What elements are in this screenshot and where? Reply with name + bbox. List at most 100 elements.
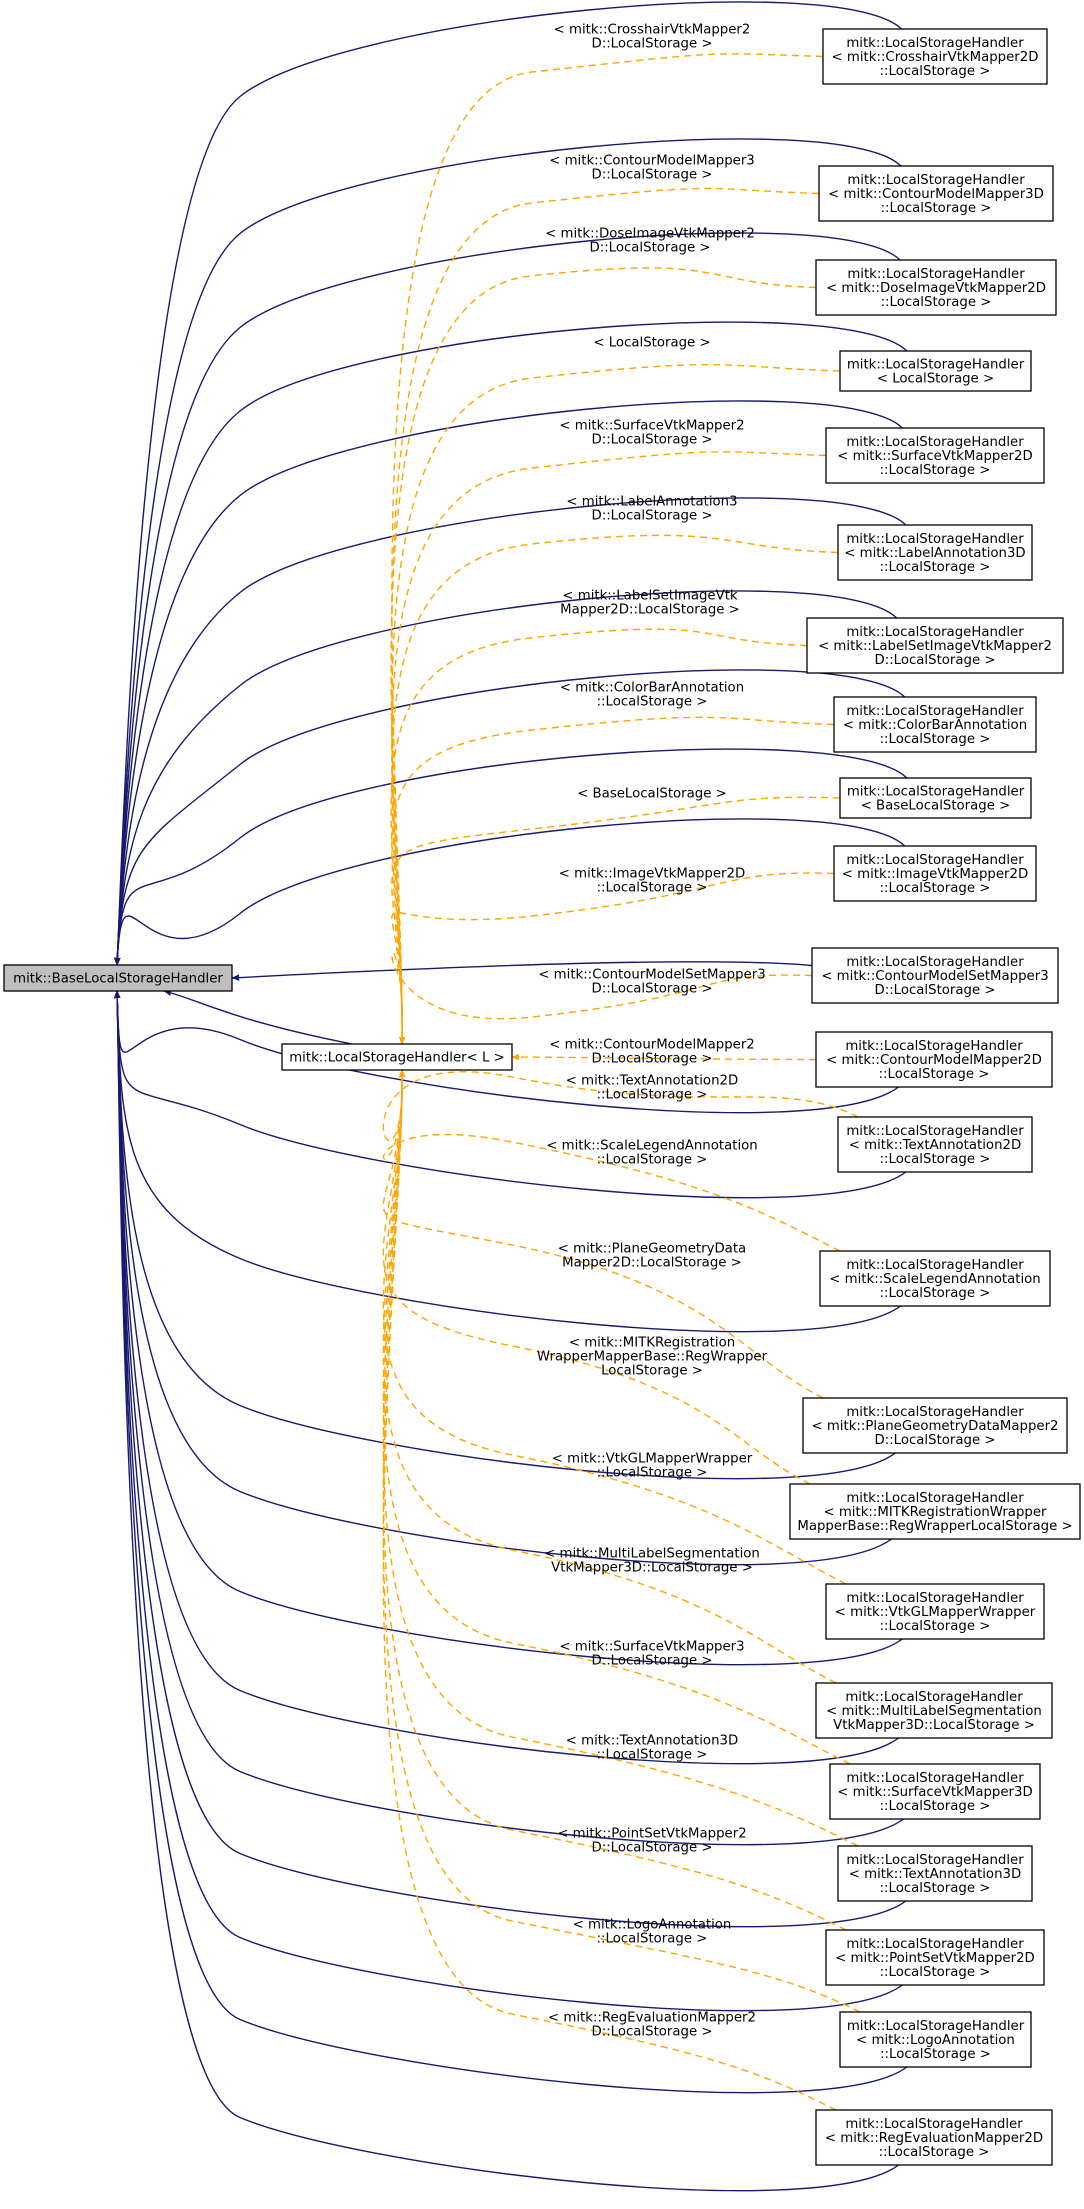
template-edge-planegeometry2d bbox=[382, 1069, 824, 1399]
base-local-storage-handler-node[interactable]: mitk::BaseLocalStorageHandler bbox=[3, 964, 233, 992]
class-node-planegeometry2d[interactable]: mitk::LocalStorageHandler< mitk::PlaneGe… bbox=[802, 1397, 1068, 1454]
class-node-surface3d[interactable]: mitk::LocalStorageHandler< mitk::Surface… bbox=[829, 1763, 1041, 1820]
inheritance-edge-baselocal bbox=[114, 748, 908, 966]
class-node-logo[interactable]: mitk::LocalStorageHandler< mitk::LogoAnn… bbox=[839, 2011, 1032, 2068]
class-node-doseimage2d-line: < mitk::DoseImageVtkMapper2D bbox=[826, 281, 1046, 296]
class-node-image2d[interactable]: mitk::LocalStorageHandler< mitk::ImageVt… bbox=[833, 845, 1037, 902]
class-node-scalelegend-line: mitk::LocalStorageHandler bbox=[846, 1258, 1024, 1273]
template-argument-label-line: D::LocalStorage > bbox=[591, 433, 712, 448]
class-node-surface2d[interactable]: mitk::LocalStorageHandler< mitk::Surface… bbox=[825, 427, 1045, 484]
class-node-contourmodel2d[interactable]: mitk::LocalStorageHandler< mitk::Contour… bbox=[815, 1031, 1053, 1088]
template-argument-label-line: LocalStorage > bbox=[601, 1364, 703, 1379]
template-argument-label-line: D::LocalStorage > bbox=[591, 1654, 712, 1669]
template-argument-label-line: ::LocalStorage > bbox=[597, 695, 708, 710]
class-node-baselocal[interactable]: mitk::LocalStorageHandler< BaseLocalStor… bbox=[839, 777, 1032, 819]
template-argument-label-logo: < mitk::LogoAnnotation::LocalStorage > bbox=[573, 1918, 732, 1947]
class-node-planegeometry2d-line: mitk::LocalStorageHandler bbox=[846, 1405, 1024, 1420]
template-edge-scalelegend bbox=[382, 1069, 841, 1252]
class-node-labelannotation3d-line: < mitk::LabelAnnotation3D bbox=[844, 546, 1025, 561]
class-node-crosshair2d-line: mitk::LocalStorageHandler bbox=[846, 36, 1024, 51]
template-edge-contourmodel2d bbox=[511, 1053, 817, 1061]
class-node-colorbar-line: < mitk::ColorBarAnnotation bbox=[843, 718, 1027, 733]
class-node-mitkregistration-box bbox=[789, 1483, 1081, 1540]
class-node-labelannotation3d[interactable]: mitk::LocalStorageHandler< mitk::LabelAn… bbox=[837, 524, 1033, 581]
inheritance-edge-surface3d bbox=[114, 990, 904, 1846]
class-node-vtkglwrapper-line: mitk::LocalStorageHandler bbox=[846, 1591, 1024, 1606]
class-node-pointset2d-line: mitk::LocalStorageHandler bbox=[846, 1937, 1024, 1952]
inheritance-edge-localstorage bbox=[114, 321, 908, 966]
class-node-pointset2d-line: ::LocalStorage > bbox=[880, 1965, 991, 1980]
template-edge-colorbar bbox=[391, 716, 835, 1045]
inheritance-edge-template-to-root bbox=[163, 989, 353, 1045]
class-node-multilabel3d[interactable]: mitk::LocalStorageHandler< mitk::MultiLa… bbox=[815, 1682, 1053, 1739]
class-node-contourmodel3d[interactable]: mitk::LocalStorageHandler< mitk::Contour… bbox=[818, 165, 1054, 222]
template-argument-label-line: D::LocalStorage > bbox=[591, 1052, 712, 1067]
class-node-vtkglwrapper-box bbox=[825, 1583, 1045, 1640]
class-node-contourmodel2d-box bbox=[815, 1031, 1053, 1088]
template-argument-label-surface2d: < mitk::SurfaceVtkMapper2D::LocalStorage… bbox=[559, 419, 744, 448]
template-argument-label-crosshair2d: < mitk::CrosshairVtkMapper2D::LocalStora… bbox=[554, 23, 751, 52]
class-node-vtkglwrapper[interactable]: mitk::LocalStorageHandler< mitk::VtkGLMa… bbox=[825, 1583, 1045, 1640]
template-argument-label-contourmodel3d: < mitk::ContourModelMapper3D::LocalStora… bbox=[549, 154, 755, 183]
class-node-multilabel3d-box bbox=[815, 1682, 1053, 1739]
class-node-colorbar[interactable]: mitk::LocalStorageHandler< mitk::ColorBa… bbox=[833, 696, 1037, 753]
base-local-storage-handler-node-box bbox=[3, 964, 233, 992]
class-node-contourmodel2d-line: mitk::LocalStorageHandler bbox=[845, 1039, 1023, 1054]
inheritance-edge-crosshair2d bbox=[114, 1, 902, 966]
template-argument-label-line: < mitk::CrosshairVtkMapper2 bbox=[554, 23, 751, 38]
class-node-labelsetimage2d-box bbox=[806, 617, 1064, 674]
class-node-localstorage[interactable]: mitk::LocalStorageHandler< LocalStorage … bbox=[839, 350, 1032, 392]
class-node-doseimage2d-box bbox=[815, 259, 1057, 316]
template-argument-label-line: WrapperMapperBase::RegWrapper bbox=[537, 1350, 768, 1365]
inheritance-edge-textannotation3d bbox=[114, 990, 907, 1928]
class-node-labelsetimage2d[interactable]: mitk::LocalStorageHandler< mitk::LabelSe… bbox=[806, 617, 1064, 674]
class-node-pointset2d-box bbox=[825, 1929, 1045, 1986]
class-node-labelannotation3d-box bbox=[837, 524, 1033, 581]
class-node-regevaluation2d[interactable]: mitk::LocalStorageHandler< mitk::RegEval… bbox=[815, 2109, 1053, 2166]
inheritance-edge-labelannotation3d bbox=[114, 497, 907, 966]
template-edge-pointset2d bbox=[382, 1069, 847, 1931]
template-argument-label-line: D::LocalStorage > bbox=[591, 37, 712, 52]
local-storage-handler-template-node-line: mitk::LocalStorageHandler< L > bbox=[289, 1051, 505, 1066]
template-argument-label-textannotation3d: < mitk::TextAnnotation3D::LocalStorage > bbox=[566, 1734, 738, 1763]
template-argument-label-mitkregistration: < mitk::MITKRegistrationWrapperMapperBas… bbox=[537, 1336, 768, 1379]
template-edge-image2d bbox=[391, 872, 835, 1045]
local-storage-handler-template-node[interactable]: mitk::LocalStorageHandler< L > bbox=[281, 1043, 513, 1071]
class-node-doseimage2d[interactable]: mitk::LocalStorageHandler< mitk::DoseIma… bbox=[815, 259, 1057, 316]
inheritance-edge-colorbar bbox=[114, 669, 906, 966]
template-argument-label-line: < mitk::LabelAnnotation3 bbox=[566, 495, 737, 510]
class-node-mitkregistration[interactable]: mitk::LocalStorageHandler< mitk::MITKReg… bbox=[789, 1483, 1081, 1540]
class-node-image2d-line: mitk::LocalStorageHandler bbox=[846, 853, 1024, 868]
class-node-textannotation2d[interactable]: mitk::LocalStorageHandler< mitk::TextAnn… bbox=[837, 1116, 1033, 1173]
class-node-contourmodel2d-line: ::LocalStorage > bbox=[879, 1067, 990, 1082]
inheritance-edge-contourmodel3d bbox=[114, 138, 902, 966]
class-node-mitkregistration-line: mitk::LocalStorageHandler bbox=[846, 1491, 1024, 1506]
template-argument-label-line: ::LocalStorage > bbox=[597, 1748, 708, 1763]
class-node-textannotation3d[interactable]: mitk::LocalStorageHandler< mitk::TextAnn… bbox=[837, 1845, 1033, 1902]
template-argument-label-scalelegend: < mitk::ScaleLegendAnnotation::LocalStor… bbox=[546, 1139, 757, 1168]
inheritance-edge-multilabel3d bbox=[114, 990, 900, 1765]
class-node-labelsetimage2d-line: < mitk::LabelSetImageVtkMapper2 bbox=[818, 639, 1052, 654]
class-node-contourmodelset3d[interactable]: mitk::LocalStorageHandler< mitk::Contour… bbox=[811, 947, 1059, 1004]
template-argument-label-line: < mitk::TextAnnotation2D bbox=[566, 1074, 738, 1089]
class-node-vtkglwrapper-line: ::LocalStorage > bbox=[880, 1619, 991, 1634]
class-node-textannotation3d-box bbox=[837, 1845, 1033, 1902]
template-edge-multilabel3d bbox=[382, 1069, 837, 1684]
template-argument-label-line: Mapper2D::LocalStorage > bbox=[560, 603, 740, 618]
template-argument-label-line: D::LocalStorage > bbox=[591, 2025, 712, 2040]
template-argument-label-line: ::LocalStorage > bbox=[597, 881, 708, 896]
template-argument-label-line: ::LocalStorage > bbox=[597, 1153, 708, 1168]
class-node-surface2d-line: < mitk::SurfaceVtkMapper2D bbox=[837, 449, 1032, 464]
inheritance-edge-image2d bbox=[114, 818, 906, 966]
template-argument-label-line: < mitk::ContourModelSetMapper3 bbox=[538, 968, 765, 983]
class-node-pointset2d[interactable]: mitk::LocalStorageHandler< mitk::PointSe… bbox=[825, 1929, 1045, 1986]
local-storage-handler-template-node-box bbox=[281, 1043, 513, 1071]
class-node-scalelegend[interactable]: mitk::LocalStorageHandler< mitk::ScaleLe… bbox=[819, 1250, 1051, 1307]
class-node-crosshair2d[interactable]: mitk::LocalStorageHandler< mitk::Crossha… bbox=[822, 28, 1048, 85]
template-edge-regevaluation2d bbox=[382, 1069, 837, 2111]
template-argument-label-line: < mitk::ColorBarAnnotation bbox=[560, 681, 744, 696]
class-node-logo-line: mitk::LocalStorageHandler bbox=[847, 2019, 1025, 2034]
class-node-contourmodel2d-line: < mitk::ContourModelMapper2D bbox=[826, 1053, 1042, 1068]
template-edge-vtkglwrapper bbox=[382, 1069, 847, 1585]
